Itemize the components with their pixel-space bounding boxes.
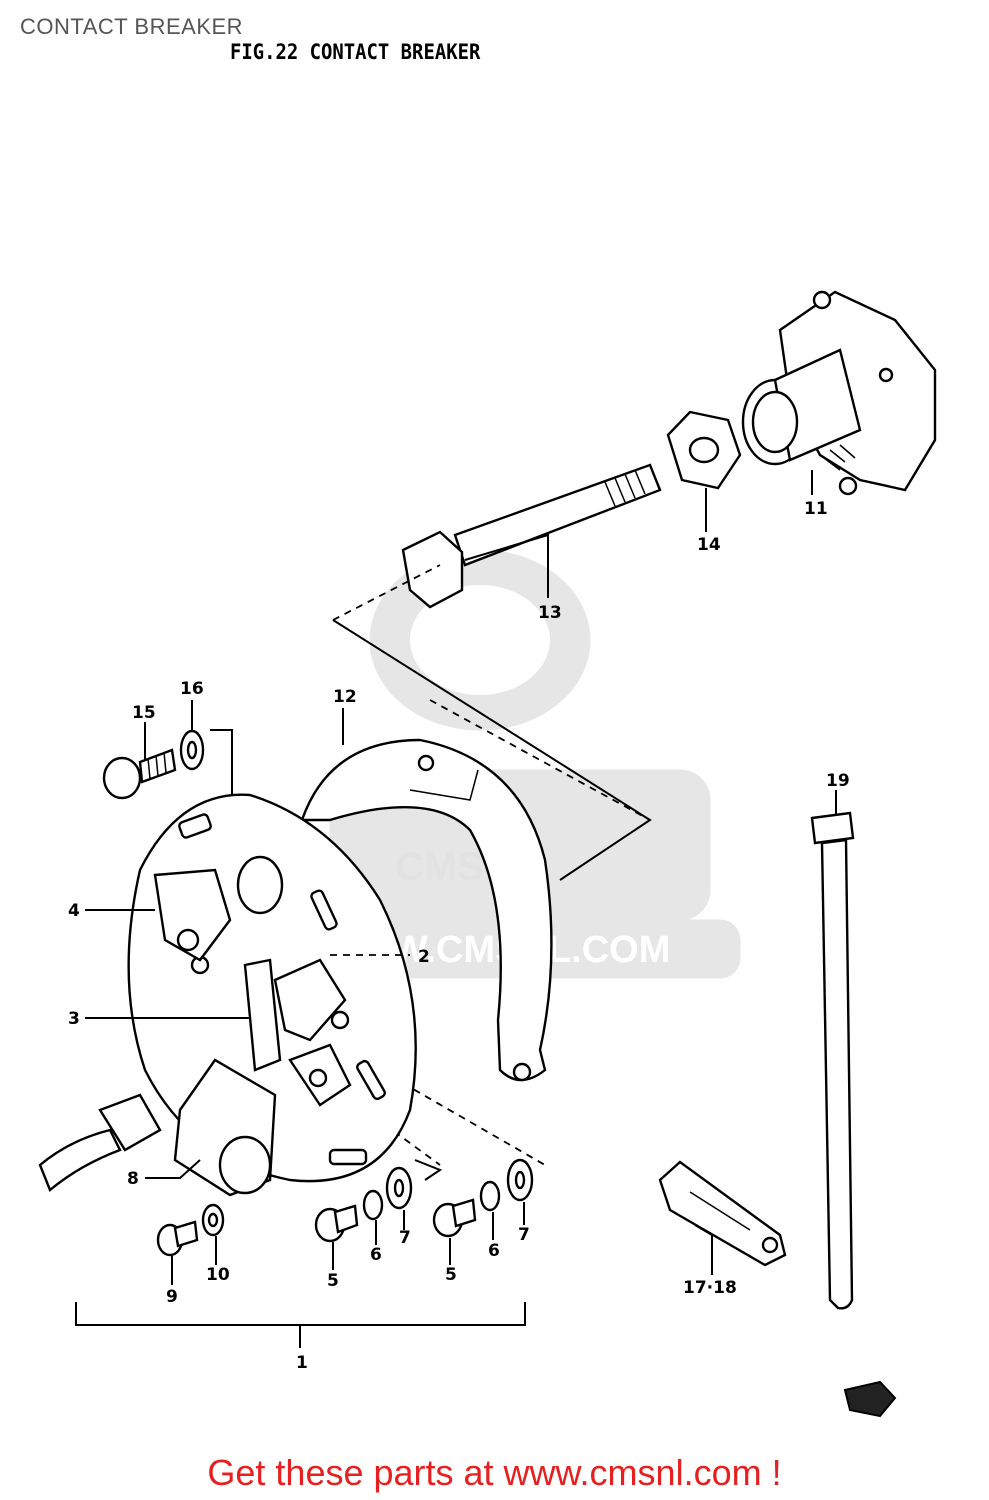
callout-16: 16 xyxy=(180,679,204,699)
callout-14: 14 xyxy=(697,535,721,555)
callout-1: 1 xyxy=(296,1353,308,1373)
part-6b-lock-washer xyxy=(479,1180,501,1212)
callout-7b: 7 xyxy=(518,1225,530,1245)
callout-11: 11 xyxy=(804,499,828,519)
callout-labels: 11 14 13 12 16 15 4 2 3 8 9 10 5 6 7 5 6… xyxy=(68,499,850,1373)
callout-4: 4 xyxy=(68,901,80,921)
front-arrow-icon xyxy=(843,1380,897,1418)
callout-10: 10 xyxy=(206,1265,230,1285)
page-title: CONTACT BREAKER xyxy=(20,14,244,39)
callout-6a: 6 xyxy=(370,1245,382,1265)
figure-title: FIG.22 CONTACT BREAKER xyxy=(230,40,481,64)
part-17-18-clamp xyxy=(658,1160,787,1267)
callout-5a: 5 xyxy=(327,1271,339,1291)
leader-lines xyxy=(75,470,837,1348)
watermark-logo-text: CMS xyxy=(395,845,484,889)
callout-8: 8 xyxy=(127,1169,139,1189)
part-19-cable-tie xyxy=(810,811,855,1310)
part-9-screw xyxy=(156,1220,199,1257)
callout-3: 3 xyxy=(68,1009,80,1029)
part-16-washer xyxy=(179,729,205,771)
callout-19: 19 xyxy=(826,771,850,791)
part-5a-screw xyxy=(314,1204,359,1243)
callout-13: 13 xyxy=(538,603,562,623)
callout-5b: 5 xyxy=(445,1265,457,1285)
get-parts-link[interactable]: Get these parts at www.cmsnl.com ! xyxy=(207,1452,782,1493)
part-7b-washer xyxy=(506,1158,534,1202)
part-7a-washer xyxy=(385,1166,413,1210)
part-6a-lock-washer xyxy=(362,1189,384,1221)
callout-15: 15 xyxy=(132,703,156,723)
part-13-bolt xyxy=(401,463,662,609)
callout-12: 12 xyxy=(333,687,357,707)
callout-17-18: 17·18 xyxy=(683,1278,737,1298)
part-14-nut xyxy=(666,410,742,490)
callout-7a: 7 xyxy=(399,1228,411,1248)
part-8-condenser xyxy=(38,1058,277,1197)
callout-9: 9 xyxy=(166,1287,178,1307)
part-12-gasket xyxy=(300,738,553,1082)
part-5b-screw xyxy=(432,1198,477,1238)
callout-6b: 6 xyxy=(488,1241,500,1261)
part-15-screw xyxy=(102,748,177,800)
part-11-cam-housing xyxy=(741,290,937,496)
callout-2: 2 xyxy=(418,947,430,967)
part-10-washer xyxy=(201,1203,225,1237)
